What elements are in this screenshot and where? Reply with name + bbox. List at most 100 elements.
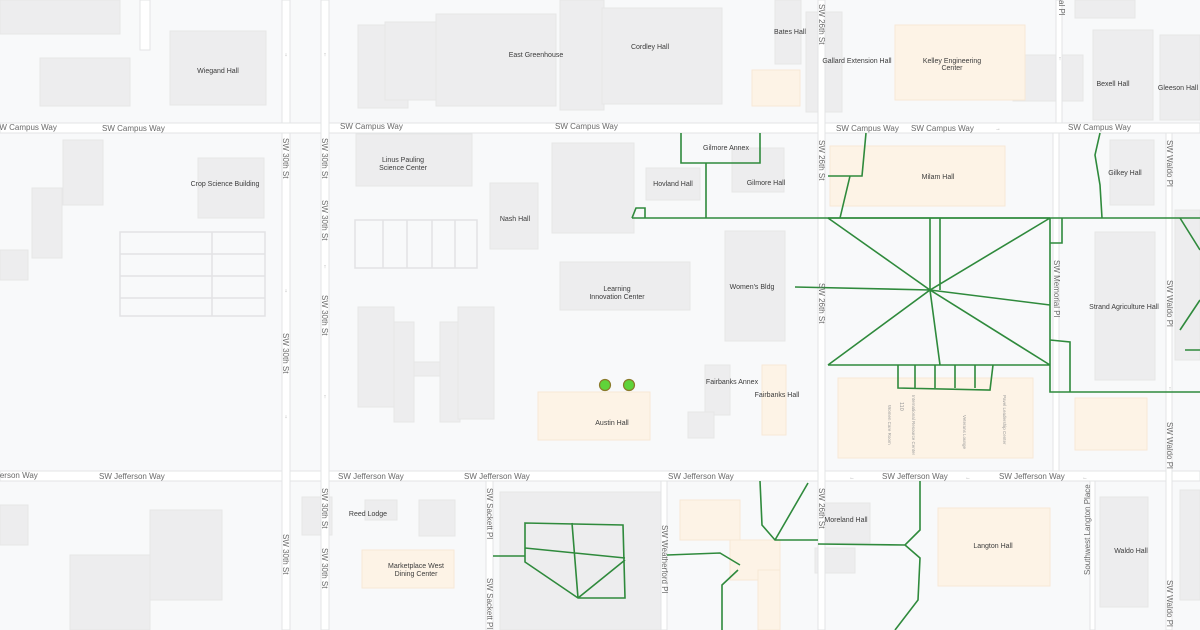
- street-label-sw-26th-st: SW 26th St: [817, 283, 826, 324]
- building-gilmore[interactable]: [731, 147, 785, 193]
- street-label-sw-30th-st: SW 30th St: [281, 138, 290, 179]
- label-gilmore-hall: Gilmore Hall: [747, 180, 786, 187]
- label-room-110: 110: [898, 402, 904, 411]
- label-wiegand-hall: Wiegand Hall: [197, 68, 239, 75]
- label-kelley-engineering: Kelley Engineering: [923, 58, 981, 65]
- road-sw-campus-way: [0, 122, 1200, 134]
- highlighted-buildings: [361, 24, 1148, 630]
- building-kelley-engineering[interactable]: [894, 24, 1026, 101]
- building: [439, 321, 461, 423]
- footpaths: [493, 132, 1200, 630]
- building: [1092, 29, 1154, 121]
- street-label-sw-jefferson-way: SW Jefferson Way: [668, 472, 734, 481]
- building-linus-pauling[interactable]: [355, 133, 473, 187]
- building-womens-bldg[interactable]: [724, 230, 786, 342]
- street-label-sw-30th-st: SW 30th St: [281, 333, 290, 374]
- street-label-southwest-langton-place: Southwest Langton Place: [1083, 484, 1092, 575]
- svg-text:↑: ↑: [324, 52, 327, 58]
- svg-text:↑: ↑: [1169, 386, 1172, 392]
- label-learning: Learning: [603, 286, 630, 293]
- building: [679, 499, 741, 541]
- building-cordley[interactable]: [601, 7, 723, 105]
- building-gilkey[interactable]: [1109, 139, 1155, 206]
- label-strand-agriculture-hall: Strand Agriculture Hall: [1089, 304, 1159, 311]
- street-labels: SW Campus Way SW Campus Way SW Campus Wa…: [0, 0, 1174, 629]
- building-fairbanks-annex[interactable]: [704, 364, 731, 416]
- building-nash[interactable]: [489, 182, 539, 250]
- building-bates[interactable]: [774, 0, 802, 65]
- street-label-sw-30th-st: SW 30th St: [320, 200, 329, 241]
- building: [551, 142, 635, 234]
- building-waldo[interactable]: [1099, 496, 1149, 608]
- room-labels: 110 Women Care Room International Resour…: [887, 395, 1007, 456]
- building: [457, 306, 495, 420]
- building-memorial-union[interactable]: [837, 377, 1034, 459]
- building-gleeson[interactable]: [1159, 34, 1200, 121]
- label-hovland-hall: Hovland Hall: [653, 181, 693, 188]
- building: [393, 321, 415, 423]
- label-kelley-center: Center: [941, 65, 963, 72]
- street-label-sw-campus-way: SW Campus Way: [1068, 123, 1131, 132]
- street-label-sw-sackett-pl: SW Sackett Pl: [485, 488, 494, 539]
- label-dining-center: Dining Center: [395, 571, 438, 578]
- building: [559, 0, 605, 111]
- building: [69, 554, 151, 630]
- building-hovland[interactable]: [645, 167, 701, 201]
- building-strand-agriculture[interactable]: [1094, 231, 1156, 381]
- street-label-sw-jefferson-way: SW Jefferson Way: [999, 472, 1065, 481]
- building: [62, 139, 104, 206]
- street-label-sw-jefferson-way: SW Jefferson Way: [464, 472, 530, 481]
- street-label-sw-26th-st: SW 26th St: [817, 140, 826, 181]
- svg-text:←: ←: [849, 475, 855, 481]
- label-milam-hall: Milam Hall: [922, 174, 955, 181]
- building-fairbanks[interactable]: [761, 364, 787, 436]
- building-labels: Wiegand Hall East Greenhouse Cordley Hal…: [191, 29, 1199, 578]
- street-label-partial: al Pl: [1057, 0, 1066, 16]
- label-east-greenhouse: East Greenhouse: [509, 52, 564, 59]
- label-moreland-hall: Moreland Hall: [824, 517, 868, 524]
- svg-text:↓: ↓: [285, 288, 288, 294]
- label-bexell-hall: Bexell Hall: [1096, 81, 1130, 88]
- street-label-sw-weatherford-pl: SW Weatherford Pl: [660, 525, 669, 594]
- label-gleeson-hall: Gleeson Hall: [1158, 85, 1199, 92]
- label-science-center: Science Center: [379, 165, 428, 172]
- location-marker-1[interactable]: [598, 378, 612, 392]
- street-label-sw-30th-st: SW 30th St: [281, 534, 290, 575]
- building-wiegand[interactable]: [169, 30, 267, 106]
- road-sw-langton-place: [1089, 480, 1096, 630]
- building: [0, 249, 29, 281]
- street-label-sw-26th-st: SW 26th St: [817, 4, 826, 45]
- building-austin[interactable]: [537, 391, 651, 441]
- label-bates-hall: Bates Hall: [774, 29, 806, 36]
- building-crop-science[interactable]: [197, 157, 265, 219]
- location-marker-2[interactable]: [622, 378, 636, 392]
- label-fairbanks-hall: Fairbanks Hall: [755, 392, 800, 399]
- street-label-sw-30th-st: SW 30th St: [320, 548, 329, 589]
- road-sw-30th-st-east: [320, 0, 330, 630]
- building: [0, 504, 29, 546]
- building: [751, 69, 801, 107]
- label-reed-lodge: Reed Lodge: [349, 511, 387, 518]
- street-label-sw-waldo-pl: SW Waldo Pl: [1165, 580, 1174, 627]
- location-markers[interactable]: [598, 378, 636, 392]
- label-veterans-lounge: Veterans Lounge: [962, 415, 967, 450]
- street-label-sw-waldo-pl: SW Waldo Pl: [1165, 280, 1174, 327]
- building-east-greenhouse[interactable]: [435, 13, 557, 107]
- label-pavel-leadership-center: Pavel Leadership Center: [1002, 395, 1007, 445]
- street-label-sw-jefferson-way: SW Jefferson Way: [99, 472, 165, 481]
- building-learning-innovation-center[interactable]: [559, 261, 691, 311]
- parking-lots: [119, 219, 478, 317]
- building-langton[interactable]: [937, 507, 1051, 587]
- road-sw-weatherford-pl: [660, 480, 668, 630]
- label-cordley-hall: Cordley Hall: [631, 44, 670, 51]
- street-label-sw-campus-way: SW Campus Way: [102, 124, 165, 133]
- building: [31, 187, 63, 259]
- street-label-sw-jefferson-way: SW Jefferson Way: [338, 472, 404, 481]
- building: [1174, 209, 1200, 361]
- label-crop-science: Crop Science Building: [191, 181, 260, 188]
- svg-text:↑: ↑: [1059, 56, 1062, 62]
- label-fairbanks-annex: Fairbanks Annex: [706, 379, 759, 386]
- building-marketplace-west[interactable]: [361, 549, 455, 589]
